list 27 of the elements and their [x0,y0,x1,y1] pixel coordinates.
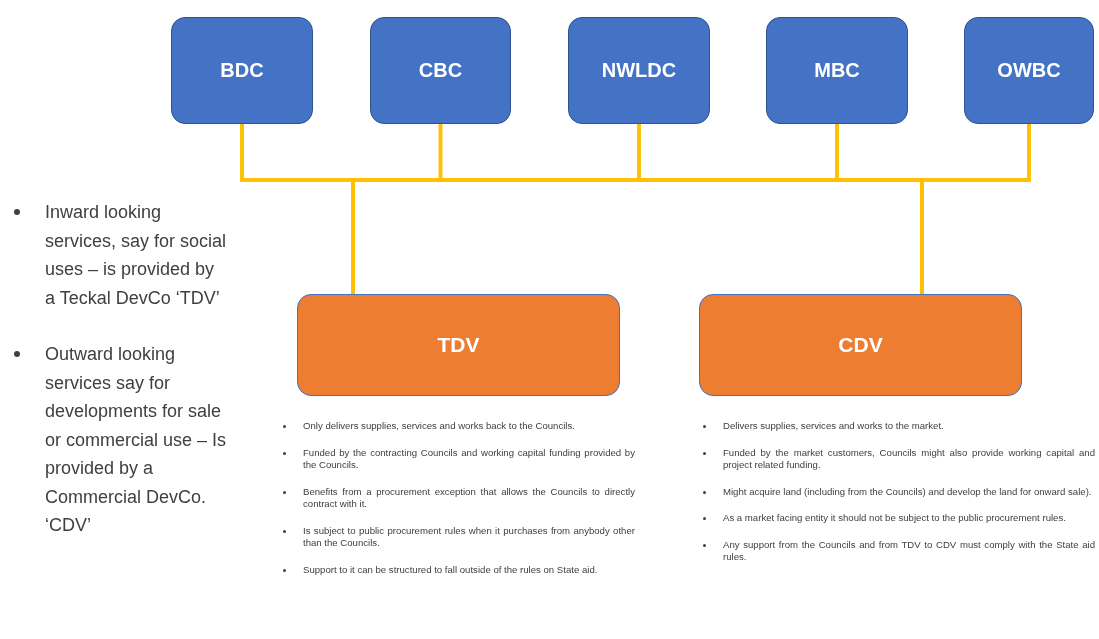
box-label: CDV [838,333,883,357]
bullet-text: Delivers supplies, services and works to the market. [723,420,945,433]
bullet-text: Any support from the Councils and from TDV to CDV must comply with the State aid rules. [723,538,1095,564]
box-label: BDC [220,59,264,82]
rounded-box [766,17,908,124]
bullet-text: As a market facing entity it should not be subject to the public procurement rules. [723,512,1067,525]
connector-line [920,124,1031,294]
bullet-text: Funded by the contracting Councils and working capital funding provided by the Councils. [303,446,635,472]
box-label: MBC [814,59,860,82]
rounded-box [568,17,710,124]
box-label: OWBC [997,59,1061,82]
rounded-box [964,17,1094,124]
bullet-text: Inward looking services, say for social uses – is provided by a Teckal DevCo ‘TDV’ [45,201,228,310]
bullet-text: Support to it can be structured to fall outside of the rules on State aid. [303,563,599,576]
bullet-text: Benefits from a procurement exception that allows the Councils to directly contract with it. [303,485,635,511]
rounded-box [370,17,511,124]
bullet-text: Funded by the market customers, Councils might also provide working capital and project related funding. [723,446,1095,472]
rounded-box [171,17,313,124]
box-label: TDV [437,333,480,357]
box-label: CBC [418,59,463,82]
rounded-box [297,294,620,396]
bullet-text: Only delivers supplies, services and works back to the Councils. [303,420,576,433]
bullet-text: Is subject to public procurement rules when it purchases from anybody other than the Councils. [303,524,635,550]
rounded-box [699,294,1022,396]
box-label: NWLDC [601,59,677,82]
bullet-text: Outward looking services say for developments for sale or commercial use – Is provided by a Commercial DevCo. ‘CDV’ [45,343,228,537]
bullet-text: Might acquire land (including from the Councils) and develop the land for onward sale). [723,485,1093,498]
